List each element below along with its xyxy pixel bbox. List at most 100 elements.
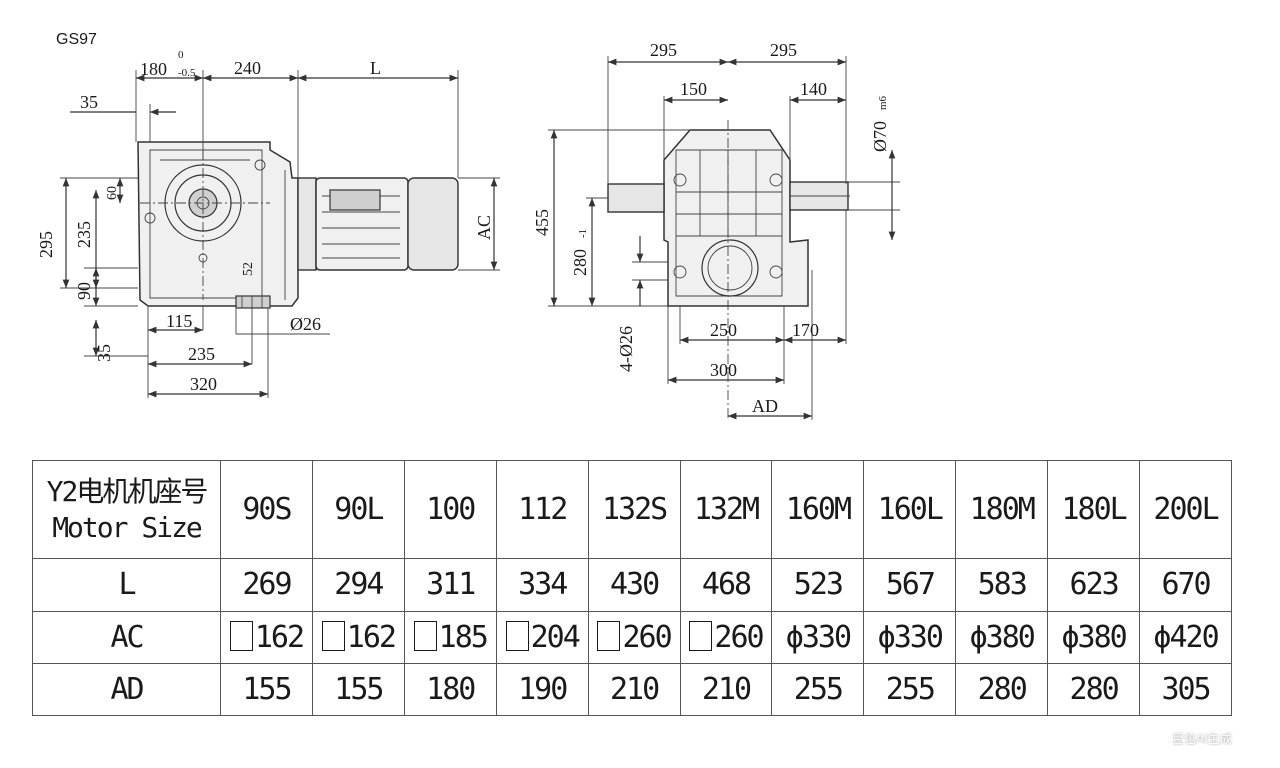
- value-cell: 334: [495, 558, 589, 612]
- front-bore: [701, 239, 759, 297]
- value-cell: ϕ380: [955, 610, 1049, 664]
- header-label-cn: Y2电机机座号: [46, 474, 209, 508]
- table-row-AD: AD 155 155 180 190 210 210 255 255 280 2…: [32, 662, 1232, 717]
- dim-52: 52: [241, 262, 256, 276]
- dim-295-b: 295: [770, 40, 797, 60]
- value-cell: 162: [311, 610, 405, 664]
- value-text: 260: [714, 619, 764, 655]
- input-shaft: [607, 183, 665, 213]
- value-cell: 311: [403, 558, 497, 612]
- side-view: 180 0 -0.5 240 L 35 295 235 60 90 35 AC …: [36, 49, 500, 398]
- value-cell: 305: [1139, 662, 1232, 717]
- value-cell: 294: [311, 558, 405, 612]
- size-cell: 180M: [955, 459, 1049, 560]
- value-cell: 583: [955, 558, 1049, 612]
- dim-455: 455: [532, 209, 552, 236]
- dim-320: 320: [190, 374, 217, 394]
- mounting-foot: [235, 295, 271, 309]
- fan-cover: [407, 177, 459, 271]
- row-label: AC: [32, 610, 221, 664]
- value-cell: 260: [679, 610, 773, 664]
- dim-295-left: 295: [36, 231, 56, 258]
- value-cell: 255: [771, 662, 865, 717]
- value-cell: 269: [220, 558, 313, 612]
- size-cell: 200L: [1139, 459, 1232, 560]
- value-cell: 155: [220, 662, 313, 717]
- value-cell: 210: [587, 662, 681, 717]
- dim-235-left: 235: [74, 221, 94, 248]
- value-cell: 260: [587, 610, 681, 664]
- size-cell: 160L: [863, 459, 957, 560]
- value-cell: 185: [403, 610, 497, 664]
- dim-280: 280: [570, 249, 590, 276]
- value-cell: ϕ420: [1139, 610, 1232, 664]
- dim-180-tol-upper: 0: [178, 49, 184, 61]
- dim-180-tol-lower: -0.5: [178, 67, 196, 79]
- header-label-cell: Y2电机机座号 Motor Size: [32, 459, 221, 560]
- value-cell: 155: [311, 662, 405, 717]
- dim-240: 240: [234, 58, 261, 78]
- value-cell: 162: [220, 610, 313, 664]
- dim-235-bottom: 235: [188, 344, 215, 364]
- dim-90: 90: [74, 282, 94, 300]
- value-cell: 567: [863, 558, 957, 612]
- square-symbol: [321, 620, 345, 651]
- dim-250: 250: [710, 320, 737, 340]
- square-symbol: [229, 620, 253, 651]
- gear-housing: [137, 141, 299, 307]
- motor-adapter: [297, 177, 317, 271]
- dim-180: 180: [140, 59, 167, 79]
- table-header-row: Y2电机机座号 Motor Size 90S 90L 100 112 132S …: [32, 459, 1232, 560]
- value-cell: 670: [1139, 558, 1232, 612]
- dim-4-holes: 4-Ø26: [616, 326, 636, 372]
- value-cell: 280: [1047, 662, 1141, 717]
- value-text: 260: [622, 619, 672, 655]
- dim-hole-26: Ø26: [290, 314, 321, 334]
- size-cell: 112: [495, 459, 589, 560]
- value-cell: ϕ330: [771, 610, 865, 664]
- size-cell: 160M: [771, 459, 865, 560]
- dim-AC-side: AC: [474, 215, 494, 240]
- watermark: 豆包AI生成: [1172, 732, 1232, 746]
- front-housing: [663, 129, 809, 307]
- value-text: 204: [530, 619, 581, 655]
- value-cell: 430: [587, 558, 681, 612]
- row-label: AD: [32, 662, 221, 717]
- value-cell: 280: [955, 662, 1049, 717]
- row-label: L: [32, 558, 221, 612]
- value-cell: 180: [403, 662, 497, 717]
- dim-170: 170: [792, 320, 819, 340]
- dim-300: 300: [710, 360, 737, 380]
- dim-shaft-diameter: Ø70: [870, 121, 890, 152]
- square-symbol: [689, 620, 713, 651]
- dim-35-top: 35: [80, 92, 98, 112]
- size-cell: 90S: [220, 459, 313, 560]
- square-symbol: [597, 620, 621, 651]
- square-symbol: [505, 620, 529, 651]
- value-cell: 190: [495, 662, 589, 717]
- value-cell: 468: [679, 558, 773, 612]
- dim-295-a: 295: [650, 40, 677, 60]
- size-cell: 180L: [1047, 459, 1141, 560]
- model-label: GS97: [56, 31, 97, 48]
- value-cell: 210: [679, 662, 773, 717]
- size-cell: 100: [403, 459, 497, 560]
- dim-AD: AD: [752, 396, 778, 416]
- value-cell: 204: [495, 610, 589, 664]
- size-cell: 132M: [679, 459, 773, 560]
- value-cell: 523: [771, 558, 865, 612]
- value-cell: ϕ330: [863, 610, 957, 664]
- table-row-L: L 269 294 311 334 430 468 523 567 583 62…: [32, 558, 1232, 612]
- dim-115: 115: [166, 311, 192, 331]
- dim-35-left: 35: [94, 344, 114, 362]
- dim-140: 140: [800, 79, 827, 99]
- header-label-en: Motor Size: [52, 510, 203, 544]
- size-cell: 90L: [311, 459, 405, 560]
- size-cell: 132S: [587, 459, 681, 560]
- motor-size-table: Y2电机机座号 Motor Size 90S 90L 100 112 132S …: [32, 459, 1232, 717]
- technical-drawing: GS97: [36, 31, 900, 420]
- value-text: 162: [346, 619, 397, 655]
- dim-150: 150: [680, 79, 707, 99]
- dim-shaft-tolerance: m6: [877, 95, 889, 110]
- front-view: 295 295 150 140 Ø70 m6 455 280 -1 4-Ø26: [532, 40, 900, 420]
